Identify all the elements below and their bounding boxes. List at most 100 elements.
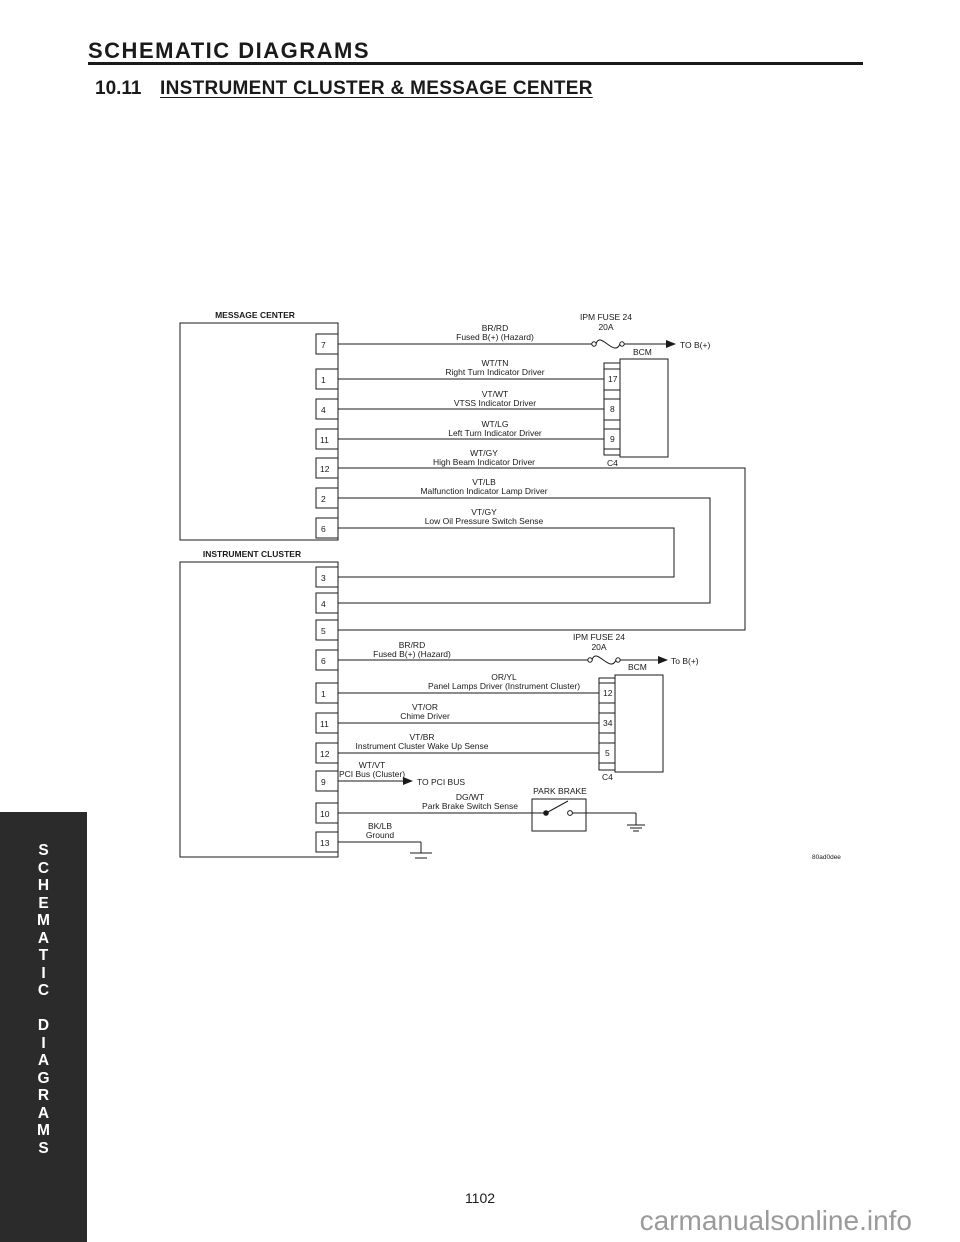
ic-pin-number: 12: [320, 749, 330, 759]
bottom-fuse-rating: 20A: [591, 642, 606, 652]
wire-function-label: High Beam Indicator Driver: [433, 457, 535, 467]
instrument-cluster-label: INSTRUMENT CLUSTER: [203, 549, 301, 559]
wire-color-label: VT/BR: [409, 732, 434, 742]
bottom-bcm-label: BCM: [628, 662, 647, 672]
ic-pin-box: [315, 592, 339, 614]
page-header-title: SCHEMATIC DIAGRAMS: [88, 38, 371, 63]
mc-pin-number: 7: [321, 340, 326, 350]
header-rule: [88, 62, 863, 65]
wire-function-label: Instrument Cluster Wake Up Sense: [356, 741, 489, 751]
side-tab-letter: A: [37, 1052, 50, 1069]
side-tab-letter: M: [37, 1122, 50, 1139]
bottom-bcm-connector: [598, 677, 616, 771]
mc-pin-number: 2: [321, 494, 326, 504]
wire-color-label: BK/LB: [368, 821, 392, 831]
side-tab-letter: R: [37, 1087, 50, 1104]
instrument-cluster-box: [179, 561, 339, 858]
wire-function-label: Right Turn Indicator Driver: [445, 367, 544, 377]
side-tab-letter: H: [37, 877, 50, 894]
side-tab-letter: E: [38, 894, 49, 912]
ic-pin-box: [315, 649, 339, 671]
ic-pin-box: [315, 770, 339, 792]
ic-pin-number: 6: [321, 656, 326, 666]
wire-function-label: Fused B(+) (Hazard): [456, 332, 534, 342]
bottom-bcm-box: [614, 674, 664, 773]
ic-pin-box: [315, 619, 339, 641]
arrow-icon: [666, 340, 676, 348]
ic-pin-number: 9: [321, 777, 326, 787]
side-tab-letter: I: [41, 1034, 46, 1052]
bottom-bcm-pin: 12: [603, 688, 613, 698]
wire-function-label: PCI Bus (Cluster): [339, 769, 405, 779]
top-fuse-label: IPM FUSE 24: [580, 312, 632, 322]
wire-color-label: VT/LB: [472, 477, 496, 487]
side-tab-letter: [0, 1000, 87, 1018]
bottom-fuse-label: IPM FUSE 24: [573, 632, 625, 642]
wire-mc-12-loop: [338, 467, 746, 631]
wire-function-label: Park Brake Switch Sense: [422, 801, 518, 811]
ic-pin-number: 13: [320, 838, 330, 848]
side-tab-letter: A: [37, 1104, 50, 1122]
side-tab-letter: I: [41, 964, 46, 982]
mc-pin-number: 4: [321, 405, 326, 415]
bottom-bcm-connector-label: C4: [602, 772, 613, 782]
mc-pin-number: 1: [321, 375, 326, 385]
wire-color-label: WT/GY: [470, 448, 498, 458]
ic-pin-number: 1: [321, 689, 326, 699]
ic-pin-number: 3: [321, 573, 326, 583]
wire-color-label: DG/WT: [456, 792, 484, 802]
arrow-icon: [403, 777, 413, 785]
page-number: 1102: [464, 1190, 496, 1206]
mc-pin-number: 12: [320, 464, 330, 474]
wire-function-label: VTSS Indicator Driver: [454, 398, 536, 408]
message-center-label: MESSAGE CENTER: [215, 310, 295, 320]
ic-pin-number: 11: [320, 719, 329, 729]
wire-color-label: BR/RD: [399, 640, 425, 650]
pci-bus-destination: TO PCI BUS: [417, 777, 465, 787]
side-tab-letter: G: [37, 1069, 50, 1087]
mc-pin-number: 6: [321, 524, 326, 534]
top-bcm-pin: 8: [610, 404, 615, 414]
wire-color-label: VT/WT: [482, 389, 508, 399]
side-tab-letter: C: [37, 982, 50, 999]
bottom-fuse-destination: To B(+): [671, 656, 699, 666]
top-fuse-rating: 20A: [598, 322, 613, 332]
mc-pin-box: [315, 368, 339, 390]
wire-mc-2-loop: [338, 497, 711, 604]
mc-pin-box: [315, 398, 339, 420]
top-bcm-pin: 9: [610, 434, 615, 444]
ic-pin-number: 4: [321, 599, 326, 609]
bottom-bcm-pin: 34: [603, 718, 613, 728]
ic-pin-number: 10: [320, 809, 330, 819]
wire-color-label: WT/VT: [359, 760, 385, 770]
mc-pin-box: [315, 487, 339, 509]
section-title: INSTRUMENT CLUSTER & MESSAGE CENTER: [160, 78, 593, 99]
arrow-icon: [658, 656, 668, 664]
ic-pin-box: [315, 566, 339, 588]
side-tab-letter: S: [38, 842, 49, 859]
bottom-bcm-pin: 5: [605, 748, 610, 758]
side-tab-letter: S: [38, 1139, 49, 1157]
top-bcm-label: BCM: [633, 347, 652, 357]
ic-pin-number: 5: [321, 626, 326, 636]
top-bcm-box: [619, 358, 669, 458]
ic-pin-box: [315, 682, 339, 704]
mc-pin-box: [315, 517, 339, 539]
wire-color-label: VT/OR: [412, 702, 438, 712]
wire-color-label: BR/RD: [482, 323, 508, 333]
side-tab-letter: C: [37, 859, 50, 877]
wire-color-label: WT/LG: [482, 419, 509, 429]
wire-function-label: Chime Driver: [400, 711, 450, 721]
park-brake-label: PARK BRAKE: [533, 786, 587, 796]
mc-pin-box: [315, 333, 339, 355]
wire-function-label: Malfunction Indicator Lamp Driver: [420, 486, 547, 496]
watermark: carmanualsonline.info: [639, 1205, 912, 1236]
side-tab-letter: A: [37, 929, 50, 947]
wire-mc-6-loop: [338, 527, 675, 578]
side-tab-letter: T: [38, 947, 49, 964]
side-tab-letter: D: [37, 1017, 50, 1034]
message-center-box: [179, 322, 339, 541]
